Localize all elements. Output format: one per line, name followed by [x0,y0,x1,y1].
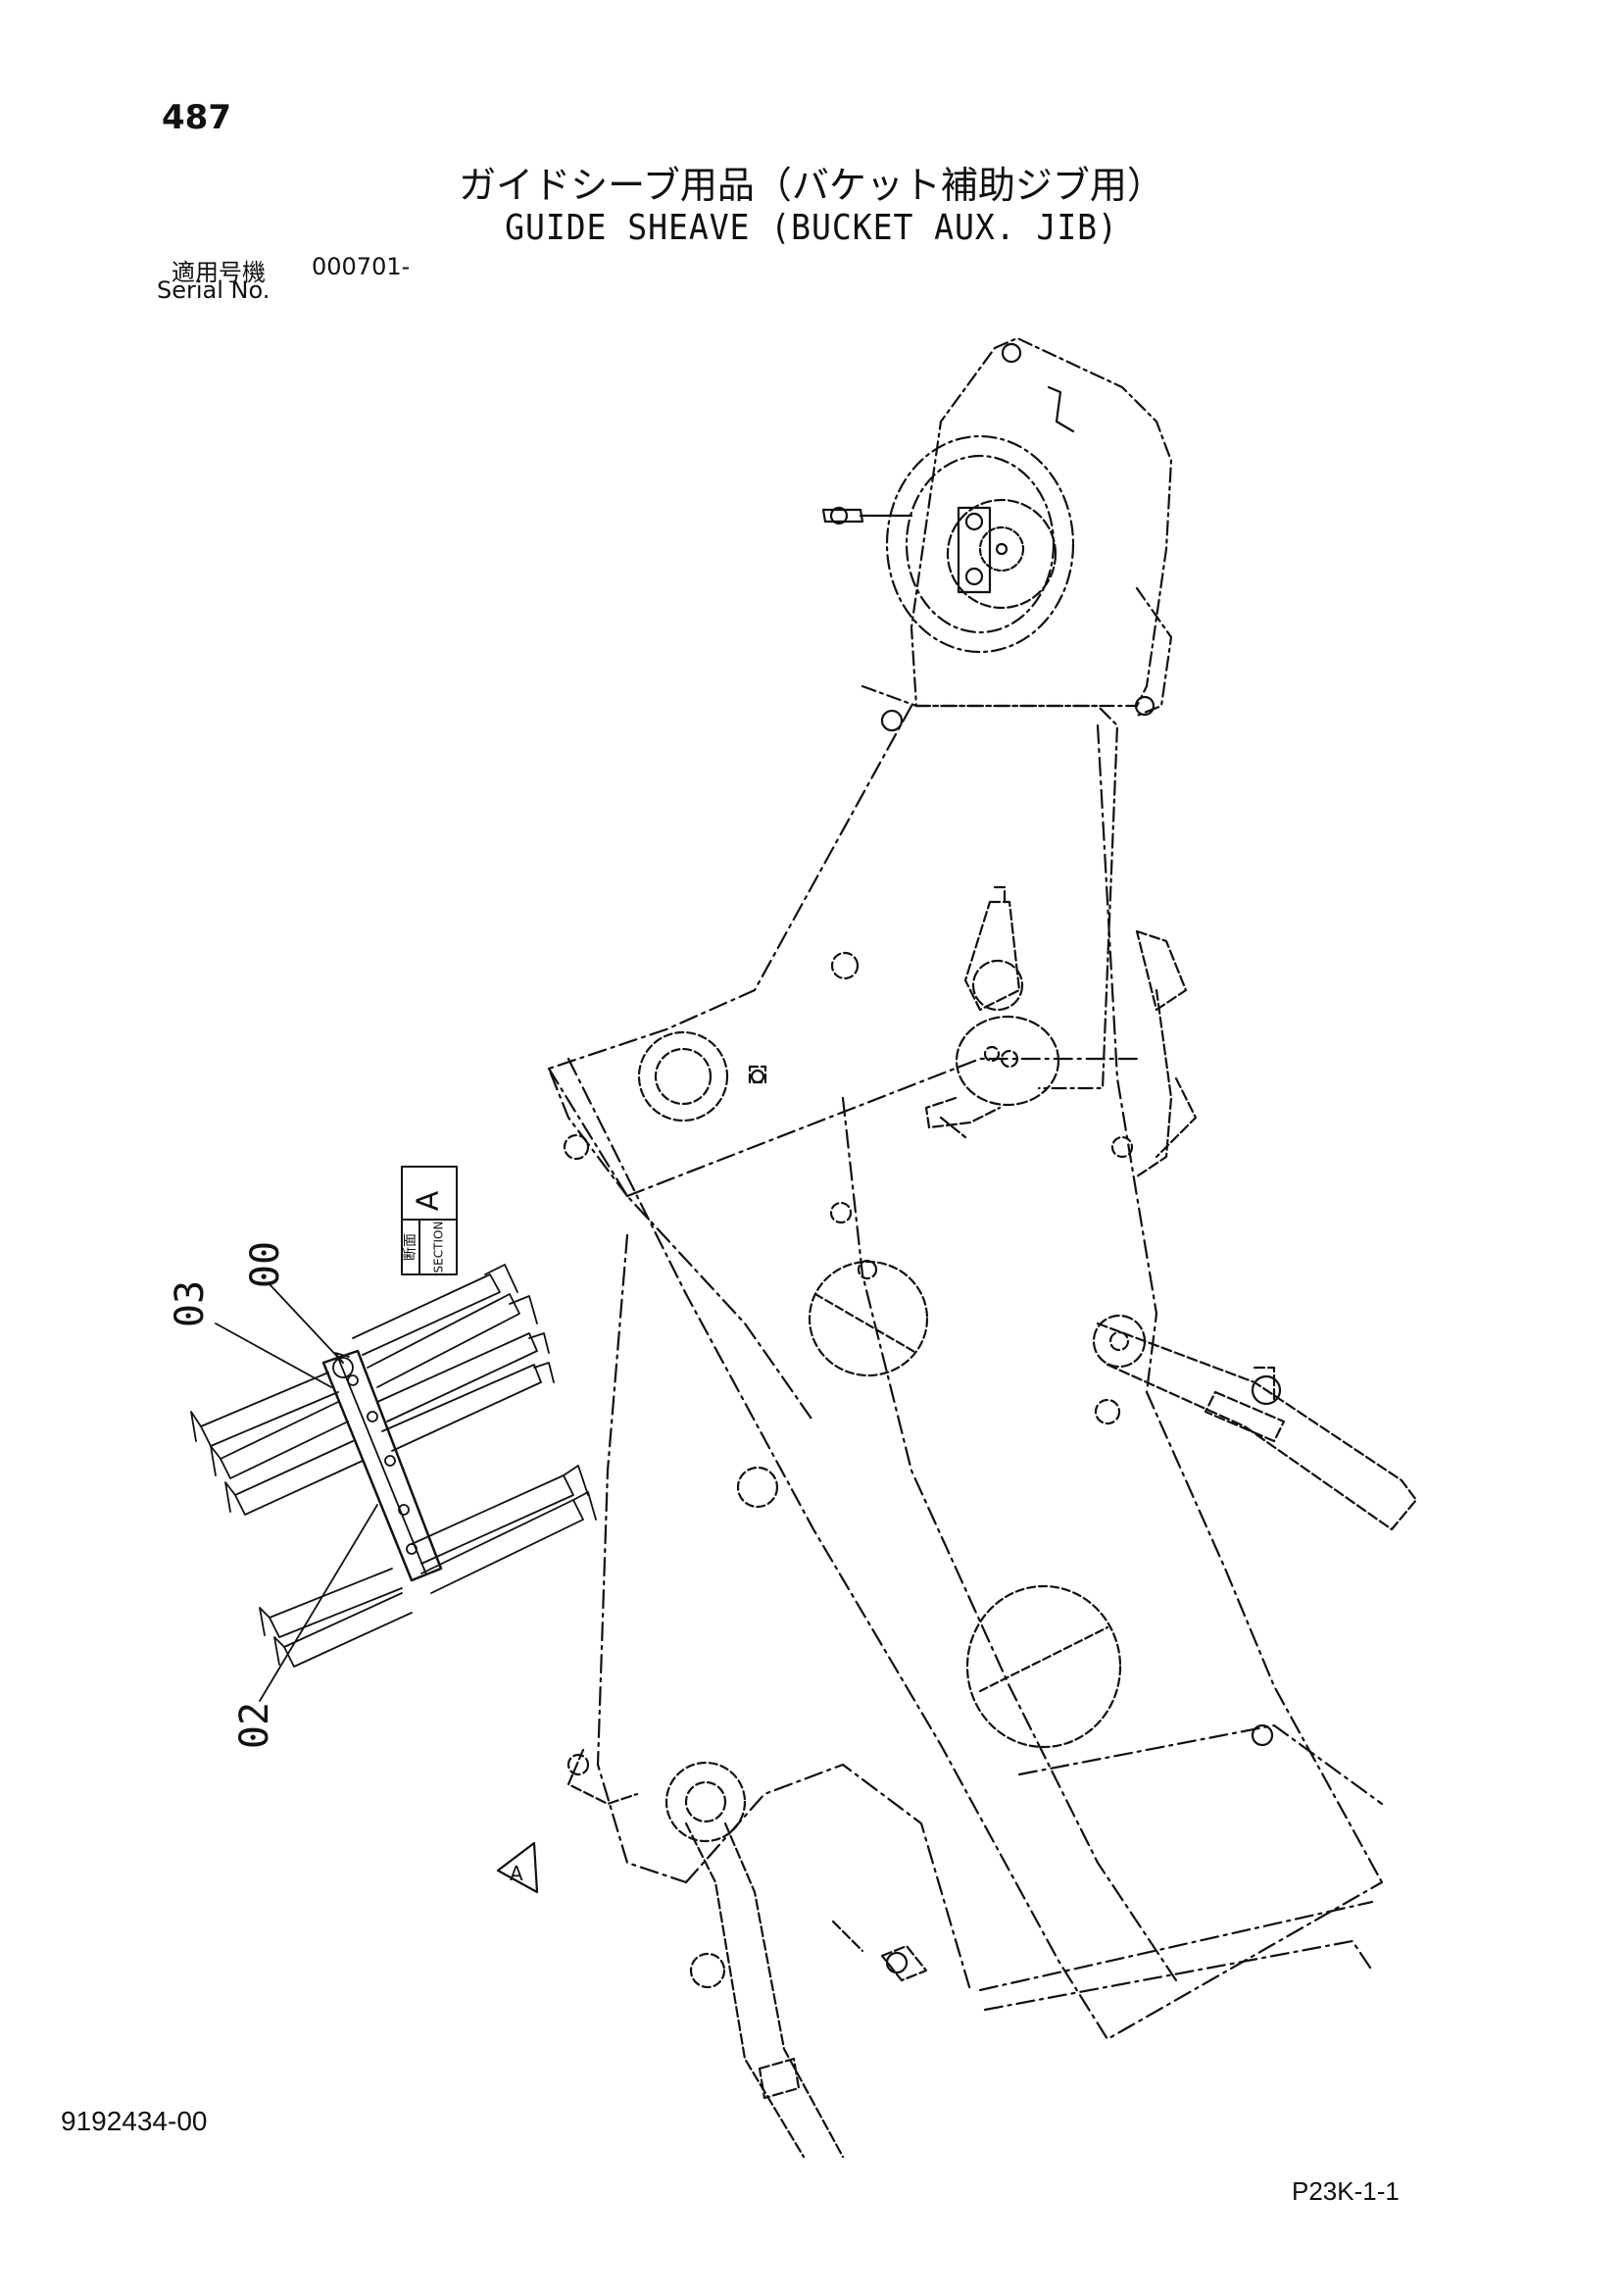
callout-03: 03 [168,1280,213,1327]
jib-pivot-bosses [563,951,1274,1989]
serial-label-japanese: 適用号機 [172,259,266,286]
section-marker-letter: A [510,1862,523,1885]
page-code: P23K-1-1 [1292,2176,1400,2206]
jib-main-body [547,704,1384,2041]
callout-02: 02 [232,1702,277,1749]
section-kanji: 断面 [403,1233,418,1261]
upper-sheave-bracket [861,336,1173,1090]
document-number: 9192434-00 [61,2106,208,2136]
section-a-label-box [401,1166,458,1275]
title-english: GUIDE SHEAVE (BUCKET AUX. JIB) [505,208,1118,248]
page-number: 487 [162,98,231,137]
section-a-inset [190,1264,597,1668]
callout-00: 00 [243,1241,288,1288]
title-japanese: ガイドシーブ用品（バケット補助ジブ用） [459,164,1164,207]
serial-label-english: Serial No. [157,276,270,304]
guide-lever-mechanism [924,885,1198,1178]
lower-left-arm [566,1748,928,2159]
right-link-arm [1092,1314,1418,1531]
section-word: SECTION [432,1222,446,1273]
serial-number-value: 000701- [312,253,411,280]
callout-leaders [215,1283,378,1702]
upper-sheave-hub [821,342,1156,732]
section-letter: A [412,1190,446,1211]
section-view-marker [496,1841,539,1894]
